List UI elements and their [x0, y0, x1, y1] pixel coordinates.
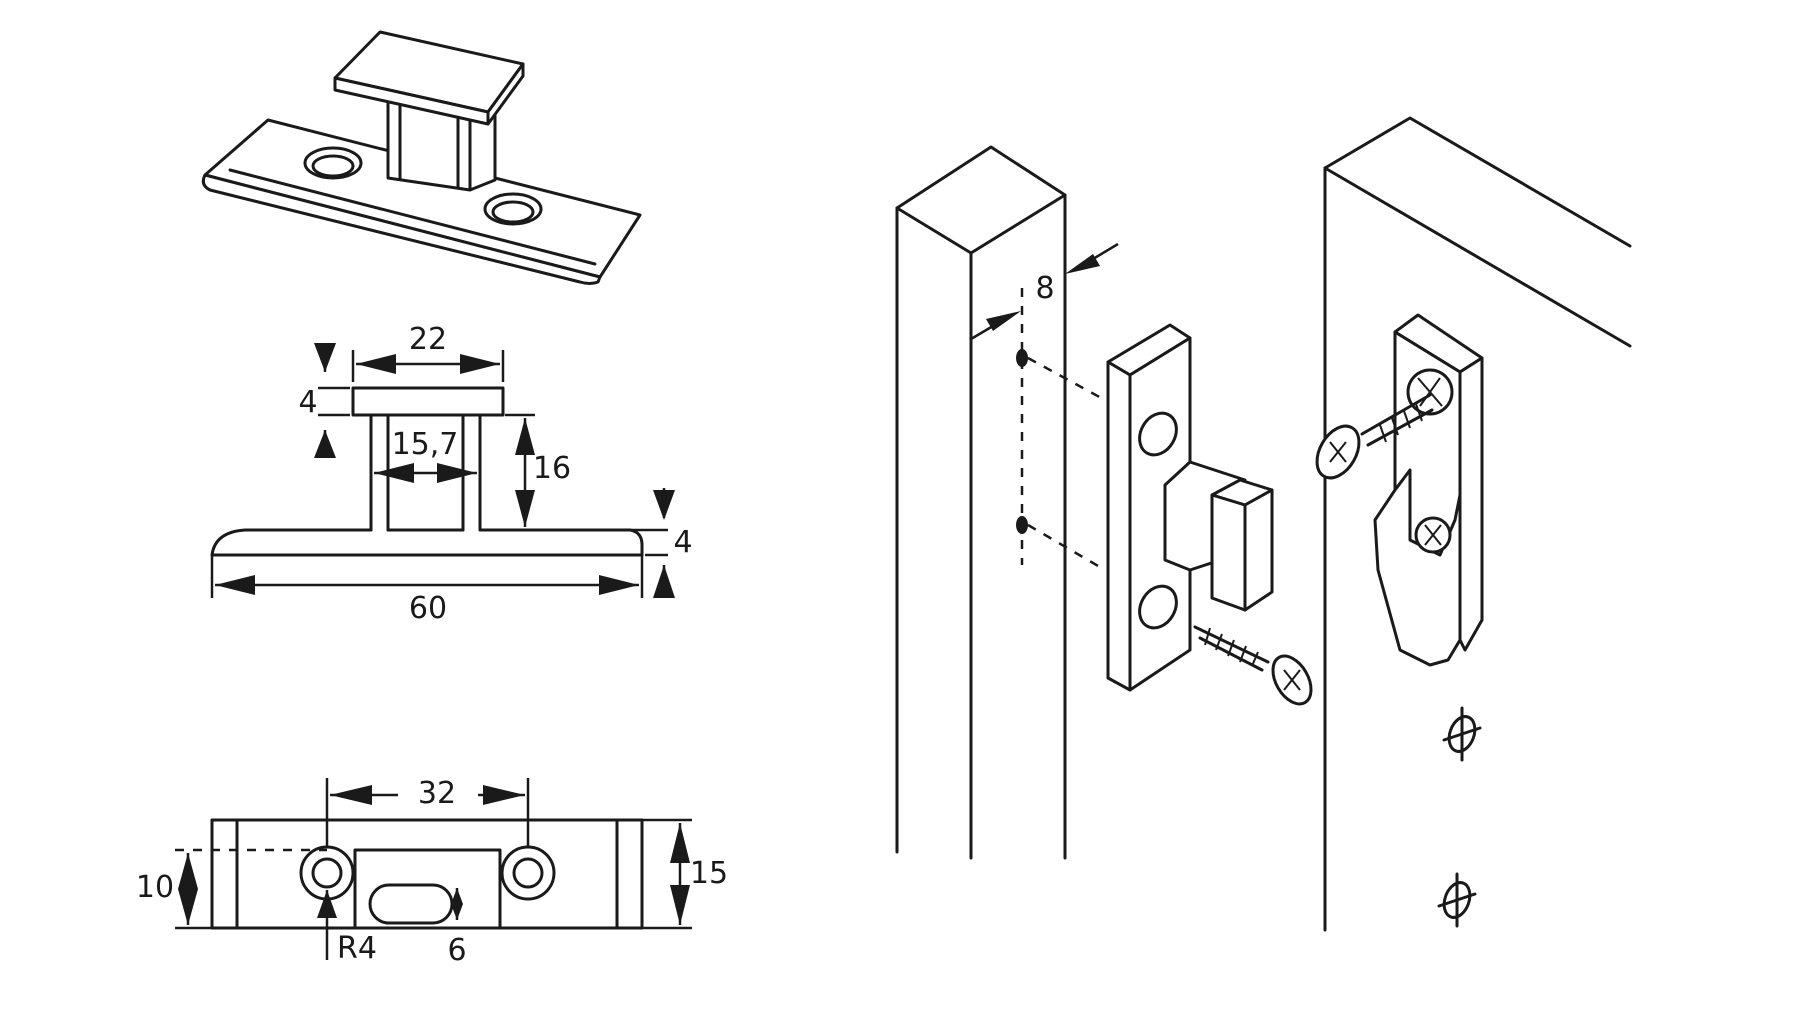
dimension-edge-to-hole: 10: [136, 848, 327, 930]
dim-label-10: 10: [136, 870, 174, 905]
dim-label-32: 32: [418, 776, 456, 811]
dim-label-60: 60: [409, 591, 447, 626]
hole-marker-icon: [1442, 706, 1482, 762]
dimension-top-width: 22: [351, 322, 505, 382]
side-view-drawing: [210, 386, 644, 557]
dimension-total-width: 15: [642, 818, 728, 930]
frame-post-icon: [895, 145, 1067, 860]
drill-marks: [1016, 288, 1106, 572]
dim-label-16: 16: [533, 451, 571, 486]
dimension-neck-height: 16: [505, 413, 571, 527]
dim-label-22: 22: [409, 322, 447, 357]
catch-plate-3d-icon: [201, 30, 642, 285]
dim-label-4-top: 4: [298, 385, 317, 420]
dim-label-15: 15: [690, 856, 728, 891]
dimension-slot-width: 6: [447, 888, 467, 968]
latch-hook-icon: [1373, 313, 1484, 667]
dim-label-4-base: 4: [673, 525, 692, 560]
dimension-base-length: 60: [210, 555, 644, 626]
dimension-neck-width: 15,7: [374, 427, 477, 483]
dimension-base-thickness: 4: [630, 488, 693, 598]
dimension-top-thickness: 4: [298, 343, 350, 458]
top-view-drawing: [210, 818, 644, 930]
dimension-offset: 8: [970, 242, 1119, 341]
dimension-hole-radius: R4: [317, 890, 377, 966]
dim-label-8: 8: [1035, 271, 1054, 306]
screw-icon: [1193, 625, 1313, 706]
hole-marker-icon: [1437, 872, 1477, 928]
dim-label-6: 6: [447, 933, 466, 968]
screw-icon: [1315, 393, 1434, 480]
catch-plate-mounted-icon: [1106, 323, 1274, 692]
door-panel-icon: [1323, 116, 1632, 932]
dim-label-15-7: 15,7: [392, 427, 459, 462]
dimension-hole-spacing: 32: [325, 776, 530, 846]
dim-label-r4: R4: [337, 931, 377, 966]
